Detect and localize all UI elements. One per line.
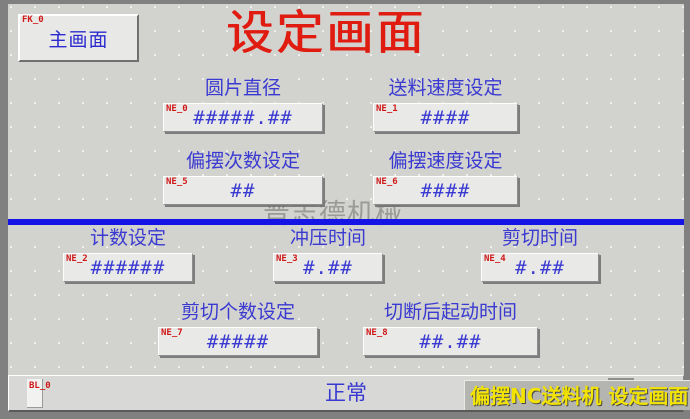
field-input-8[interactable]: ##.## bbox=[363, 327, 538, 356]
footer-plate bbox=[464, 380, 690, 410]
field-value-8: ##.## bbox=[419, 331, 482, 353]
field-label-4: 计数设定 bbox=[89, 227, 166, 249]
field-tag-0: NE_0 bbox=[166, 104, 188, 114]
field-value-7: ##### bbox=[206, 331, 270, 353]
nav-button-label: 主画面 bbox=[48, 29, 109, 51]
footer-title: 偏摆NC送料机 设定画面 bbox=[470, 384, 689, 408]
field-value-0: #####.## bbox=[193, 107, 293, 129]
field-input-5[interactable]: #.## bbox=[273, 253, 383, 282]
field-label-5: 冲压时间 bbox=[289, 227, 366, 249]
field-value-4: ###### bbox=[90, 257, 166, 279]
field-input-4[interactable]: ###### bbox=[63, 253, 193, 282]
nav-button-tag: FK_0 bbox=[22, 15, 44, 25]
main-screen-button[interactable]: FK_0 主画面 bbox=[18, 14, 139, 62]
page-title: 设定画面 bbox=[226, 6, 426, 61]
field-tag-1: NE_1 bbox=[376, 104, 398, 114]
field-tag-5: NE_3 bbox=[276, 254, 298, 264]
field-input-6[interactable]: #.## bbox=[481, 253, 599, 282]
field-label-0: 圆片直径 bbox=[204, 77, 281, 99]
field-input-7[interactable]: ##### bbox=[158, 327, 318, 356]
status-bar-tag: BL_0 bbox=[29, 381, 51, 391]
field-label-2: 偏摆次数设定 bbox=[185, 150, 300, 172]
field-label-3: 偏摆速度设定 bbox=[388, 150, 503, 172]
field-tag-6: NE_4 bbox=[484, 254, 506, 264]
field-input-2[interactable]: ## bbox=[163, 176, 323, 205]
field-label-8: 切断后起动时间 bbox=[383, 301, 517, 323]
divider-line bbox=[8, 219, 684, 225]
field-tag-3: NE_6 bbox=[376, 177, 398, 187]
field-value-3: #### bbox=[420, 180, 471, 202]
status-message: 正常 bbox=[325, 381, 367, 405]
field-tag-7: NE_7 bbox=[161, 328, 183, 338]
hmi-canvas: FK_0 主画面 设定画面 晋志德机械 圆片直径 #####.## NE_0 送… bbox=[8, 4, 690, 412]
status-indicator bbox=[27, 379, 43, 408]
field-label-7: 剪切个数设定 bbox=[180, 301, 295, 323]
field-input-3[interactable]: #### bbox=[373, 176, 518, 205]
field-tag-8: NE_8 bbox=[366, 328, 388, 338]
field-label-1: 送料速度设定 bbox=[388, 77, 503, 99]
field-tag-4: NE_2 bbox=[66, 254, 88, 264]
field-value-6: #.## bbox=[515, 257, 565, 279]
field-input-1[interactable]: #### bbox=[373, 103, 518, 132]
field-value-2: ## bbox=[230, 180, 256, 202]
field-label-6: 剪切时间 bbox=[501, 227, 578, 249]
field-tag-2: NE_5 bbox=[166, 177, 188, 187]
field-value-5: #.## bbox=[303, 257, 353, 279]
field-value-1: #### bbox=[420, 107, 471, 129]
field-input-0[interactable]: #####.## bbox=[163, 103, 323, 132]
